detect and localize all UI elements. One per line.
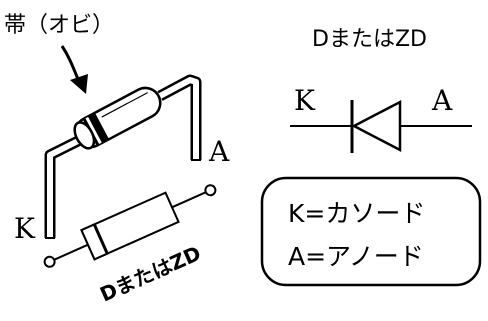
diode-component	[44, 74, 202, 239]
band-arrow	[60, 45, 88, 94]
left-a-label: A	[208, 135, 230, 168]
pad-k	[43, 255, 56, 268]
symbol-a-label: A	[431, 84, 453, 117]
left-k-label: K	[14, 212, 36, 245]
diode-body	[73, 86, 162, 150]
diode-symbol: K A	[290, 84, 472, 153]
pcb-footprint: DまたはZD	[43, 184, 217, 307]
pad-a	[204, 184, 217, 197]
legend-line-2: A=アノード	[288, 242, 424, 271]
symbol-k-label: K	[294, 84, 316, 117]
legend-box: K=カソード A=アノード	[260, 176, 482, 287]
top-right-title: DまたはZD	[312, 27, 427, 52]
band-label: 帯（オビ）	[4, 13, 114, 38]
legend-line-1: K=カソード	[288, 199, 425, 228]
